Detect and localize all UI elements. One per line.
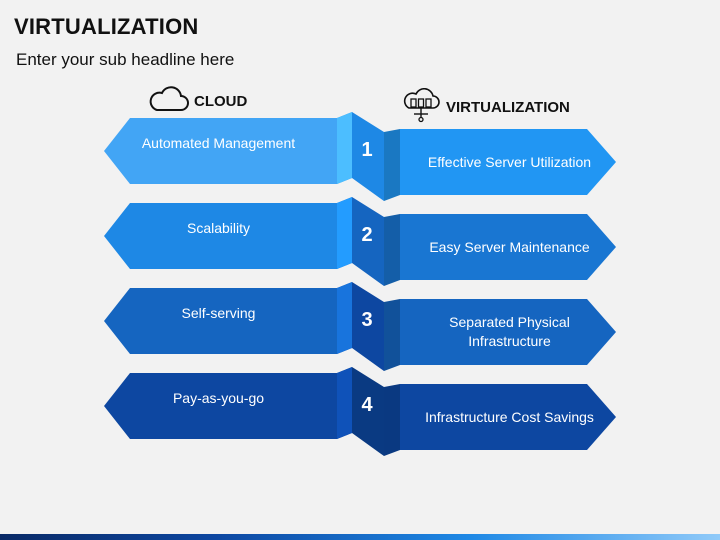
cloud-item-label: Automated Management <box>141 134 296 151</box>
cloud-arrow <box>104 203 337 269</box>
fold-shadow <box>384 214 400 286</box>
virtualization-item-label: Easy Server Maintenance <box>429 238 590 255</box>
row-number: 3 <box>361 309 373 331</box>
fold-shadow <box>384 299 400 371</box>
virtualization-item-label: Separated Physical Infrastructure <box>449 314 570 349</box>
fold-highlight <box>337 112 352 184</box>
cloud-icon <box>149 86 189 111</box>
page-subtitle: Enter your sub headline here <box>16 50 235 69</box>
cloud-item-label: Self-serving <box>181 304 256 321</box>
row-number: 2 <box>361 224 373 246</box>
virtualization-arrow <box>400 129 616 195</box>
row-number: 1 <box>361 139 373 161</box>
cloud-arrow <box>104 373 337 439</box>
footer-bar <box>0 534 720 540</box>
cloud-item-label: Pay-as-you-go <box>172 389 265 406</box>
virtualization-label: VIRTUALIZATION <box>446 99 570 116</box>
cloud-item-label: Scalability <box>186 219 251 236</box>
virtualization-arrow <box>400 299 616 365</box>
virtualization-arrow <box>400 214 616 280</box>
virtualization-item-label: Infrastructure Cost Savings <box>425 408 594 425</box>
virtualization-arrow <box>400 384 616 450</box>
fold-shadow <box>384 129 400 201</box>
virtualization-item-label: Effective Server Utilization <box>427 153 592 170</box>
cloud-arrow <box>104 288 337 354</box>
row-number: 4 <box>361 394 373 416</box>
server-cloud-icon <box>403 88 440 123</box>
fold-highlight <box>337 197 352 269</box>
page-title: VIRTUALIZATION <box>14 14 199 39</box>
cloud-label: CLOUD <box>194 93 248 110</box>
cloud-arrow <box>104 118 337 184</box>
fold-shadow <box>384 384 400 456</box>
fold-highlight <box>337 367 352 439</box>
fold-highlight <box>337 282 352 354</box>
